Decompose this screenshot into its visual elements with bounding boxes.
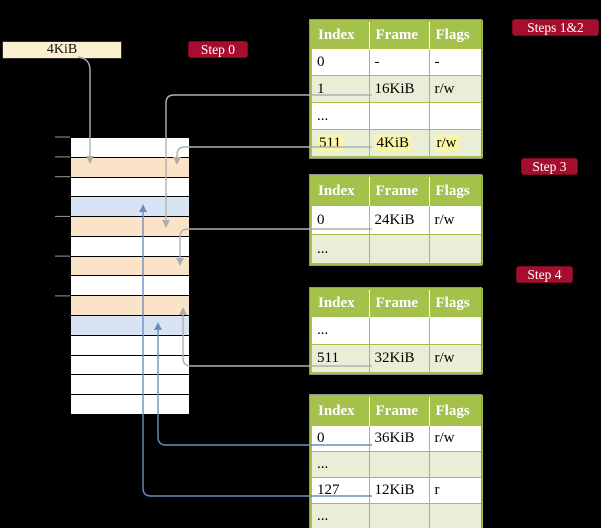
table-cell: 0 (310, 48, 370, 76)
column-header-flags: Flags (429, 289, 482, 317)
column-header-flags: Flags (429, 176, 482, 206)
column-header-index: Index (311, 176, 370, 206)
memory-frame-row-blue (71, 316, 189, 336)
table-cell: 511 (310, 129, 370, 158)
column-header-flags: Flags (429, 396, 482, 426)
table-cell: ... (310, 316, 370, 345)
memory-frame-row-white (71, 375, 189, 396)
table-cell: r/w (428, 205, 483, 235)
memory-frame-row-white (71, 177, 189, 198)
memory-frame-row-peach (71, 256, 189, 277)
page-size-box: 4KiB (2, 41, 122, 59)
column-header-index: Index (311, 396, 370, 426)
column-header-index: Index (311, 289, 370, 317)
column-header-frame: Frame (369, 396, 430, 426)
highlighted-value: r/w (434, 134, 459, 151)
table-cell: 127 (310, 477, 370, 504)
table-cell: 12KiB (368, 477, 430, 504)
table-cell: ... (310, 102, 370, 130)
table-cell: 4KiB (368, 129, 430, 158)
table-cell: r/w (428, 344, 483, 374)
table-cell (428, 102, 483, 130)
memory-frame-row-white (71, 138, 189, 158)
memory-frame-row-peach (71, 296, 189, 317)
memory-frame-row-white (71, 355, 189, 376)
table-cell: 1 (310, 75, 370, 103)
memory-frame-row-white (71, 395, 189, 414)
table-cell: 511 (310, 344, 370, 374)
table-row: 0-- (310, 48, 483, 76)
memory-frame-row-peach (71, 217, 189, 237)
table-cell: 24KiB (368, 205, 430, 235)
memory-frame-row-white (71, 236, 189, 257)
table-cell (428, 451, 483, 478)
table-row: ... (310, 451, 483, 478)
table-cell (368, 234, 430, 265)
table-cell: ... (310, 451, 370, 478)
table-cell: r/w (428, 75, 483, 103)
step-3-badge: Step 3 (521, 158, 578, 175)
table-cell: ... (310, 503, 370, 528)
table-cell (428, 503, 483, 528)
table-cell: ... (310, 234, 370, 265)
column-header-flags: Flags (429, 21, 482, 49)
table-cell: - (428, 48, 483, 76)
table-cell: r (428, 477, 483, 504)
column-header-index: Index (311, 21, 370, 49)
table-cell (368, 451, 430, 478)
memory-frame-row-blue (71, 197, 189, 218)
column-header-frame: Frame (369, 21, 430, 49)
table-row: ... (310, 102, 483, 130)
page-size-label: 4KiB (46, 42, 78, 57)
steps-1-2-badge: Steps 1&2 (512, 19, 599, 36)
table-row: ... (310, 234, 483, 265)
table-cell: 16KiB (368, 75, 430, 103)
memory-address-ticks (55, 136, 70, 297)
table-cell: - (368, 48, 430, 76)
table-cell: r/w (428, 129, 483, 158)
table-cell: 36KiB (368, 425, 430, 452)
highlighted-value: 4KiB (374, 134, 412, 151)
memory-frame-row-white (71, 276, 189, 297)
table-cell (368, 316, 430, 345)
physical-memory-column (70, 137, 190, 415)
memory-frame-row-peach (71, 157, 189, 178)
table-cell (428, 234, 483, 265)
table-cell: 0 (310, 425, 370, 452)
table-cell: 0 (310, 205, 370, 235)
table-cell: r/w (428, 425, 483, 452)
highlighted-value: 511 (317, 134, 343, 151)
memory-frame-row-white (71, 335, 189, 356)
table-cell (368, 102, 430, 130)
column-header-frame: Frame (369, 176, 430, 206)
column-header-frame: Frame (369, 289, 430, 317)
table-cell (368, 503, 430, 528)
step-0-badge: Step 0 (188, 41, 248, 58)
table-row: ... (310, 316, 483, 345)
table-row: 511 4KiB r/w (310, 129, 483, 158)
table-cell (428, 316, 483, 345)
table-cell: 32KiB (368, 344, 430, 374)
table-row: ... (310, 503, 483, 528)
step-4-badge: Step 4 (516, 266, 573, 283)
